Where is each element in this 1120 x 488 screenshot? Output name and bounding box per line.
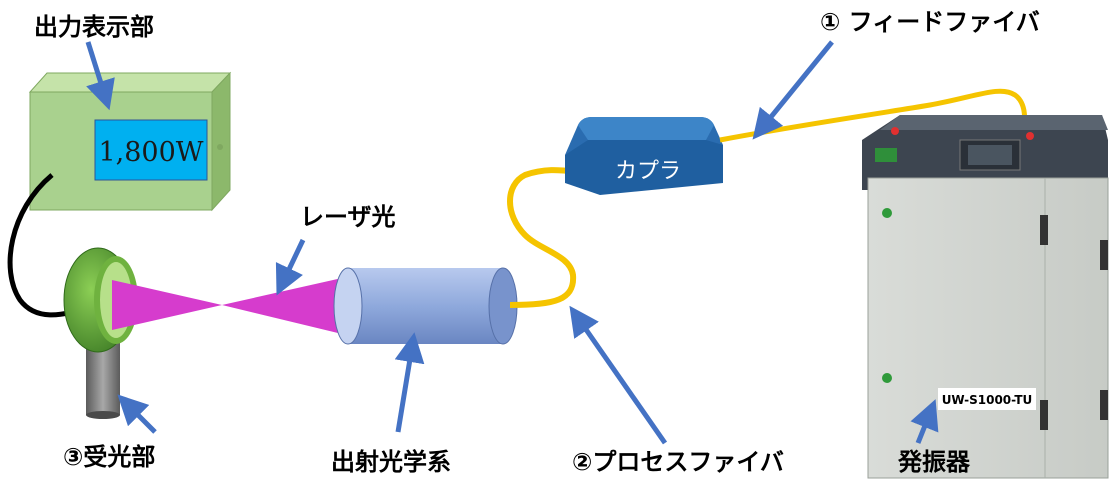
output-optics-arrow [394,332,425,433]
output-optics-label: 出射光学系 [331,448,451,476]
laser-beam-converging [222,278,342,334]
output-display-arrow [85,41,115,111]
feed-fiber-arrow [752,40,834,140]
process-fiber [507,167,581,308]
receiver-label: ③受光部 [63,443,155,471]
power-readout-value: 1,800W [98,137,203,168]
output-optics-cylinder [333,267,518,345]
feed-fiber [719,88,1028,143]
coupler-label: カプラ [615,159,681,184]
process-fiber-arrow [569,305,668,445]
oscillator-arrow [910,399,939,444]
power-readout-screen [94,119,208,181]
feed-fiber-label: ① フィードファイバ [820,8,1040,36]
output-display-unit: 1,800W [28,71,232,212]
oscillator-label: 発振器 [897,448,971,476]
oscillator-cabinet [867,177,1109,479]
laser-light-arrow [275,238,306,296]
output-display-label: 出力表示部 [34,13,154,41]
laser-beam [112,280,222,330]
signal-cable [7,173,96,318]
oscillator-unit: UW-S1000-TU [862,115,1109,479]
coupler-box: カプラ [565,117,723,195]
laser-light-label: レーザ光 [300,203,396,231]
receiver-unit [63,247,138,419]
oscillator-model-label: UW-S1000-TU [942,393,1033,407]
receiver-arrow [117,394,157,434]
process-fiber-label: ②プロセスファイバ [572,448,784,476]
